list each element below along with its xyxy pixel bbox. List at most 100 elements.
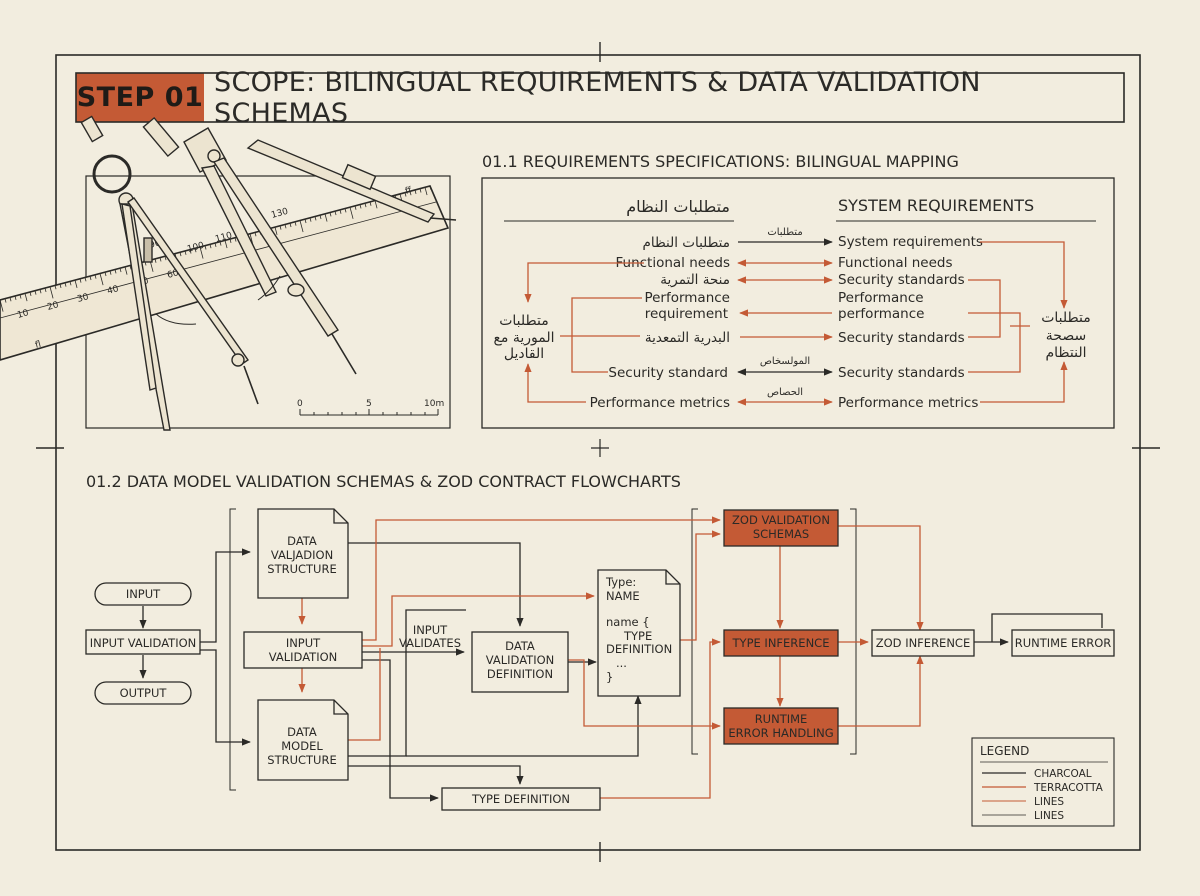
- ruler-tick: [29, 291, 32, 297]
- label-dvs-1: DATA: [287, 534, 317, 548]
- left-side-label-3: القاديل: [504, 346, 544, 362]
- legend-item-4: LINES: [1034, 810, 1064, 822]
- ruler-tick: [294, 221, 297, 226]
- req-right-7: Performance metrics: [838, 395, 978, 411]
- ruler-tick: [349, 207, 354, 219]
- ruler-tick-label: ff: [404, 185, 413, 196]
- ruler-tick: [69, 281, 72, 286]
- req-right-4b: performance: [838, 306, 924, 322]
- ruler-tick: [279, 225, 282, 230]
- node-data-validation-definition: [471, 631, 569, 693]
- label-output: OUTPUT: [120, 686, 168, 700]
- legend-item-1: CHARCOAL: [1034, 768, 1092, 780]
- node-runtime-error: [1011, 629, 1115, 657]
- pen-tool: [246, 139, 457, 223]
- ruler-tick: [274, 226, 278, 235]
- typedoc-line-6: ...: [616, 656, 627, 670]
- ruler-tick: [44, 287, 47, 293]
- node-input: [94, 582, 192, 606]
- ruler-tick-label: fl: [34, 340, 42, 351]
- drafting-tools-illustration: 10 20 30 40 50 60 90 100 110 130 ff fl: [0, 115, 457, 431]
- label-dvd-1: DATA: [505, 639, 535, 653]
- label-input-validates-2: VALIDATES: [399, 636, 461, 650]
- label-type-inference: TYPE INFERENCE: [732, 636, 830, 650]
- ruler-tick: [284, 224, 287, 229]
- node-zod-inference: [871, 629, 975, 657]
- label-dms-3: STRUCTURE: [267, 753, 336, 767]
- ruler-tick-label: 100: [186, 241, 205, 255]
- ruler-tick: [94, 274, 97, 279]
- ruler-tick: [99, 273, 104, 286]
- label-dms-2: MODEL: [281, 739, 323, 753]
- ruler-tick: [89, 276, 92, 281]
- ruler-tick: [319, 215, 322, 220]
- req-left-4b: requirement: [645, 306, 728, 322]
- left-side-label-1: متطلبات: [499, 313, 549, 329]
- ruler-tick: [299, 220, 304, 233]
- ruler-tick: [424, 187, 428, 196]
- ruler-tick: [189, 249, 192, 254]
- legend-item-2: TERRACOTTA: [1033, 782, 1104, 794]
- ruler-tick: [219, 241, 222, 246]
- ruler-tick: [429, 185, 432, 190]
- ruler-tick: [344, 208, 347, 213]
- flow-connectors-terracotta: [298, 516, 924, 799]
- ruler-tick: [204, 245, 207, 250]
- ruler-tick: [419, 188, 422, 193]
- scale-label-10m: 10m: [424, 399, 444, 409]
- typedoc-line-2: NAME: [606, 589, 640, 603]
- ruler-tick: [324, 213, 328, 222]
- ruler-tick: [64, 282, 67, 287]
- label-dvs-2: VALJADION: [271, 548, 333, 562]
- ruler-tick: [109, 270, 112, 275]
- label-type-definition: TYPE DEFINITION: [471, 792, 570, 806]
- ruler-tick: [164, 256, 167, 261]
- right-side-label-1: متطلبات: [1041, 310, 1091, 326]
- ruler-tick: [369, 201, 372, 206]
- mapping-panel: [481, 177, 1115, 429]
- section-1-heading: 01.1 REQUIREMENTS SPECIFICATIONS: BILING…: [482, 152, 959, 171]
- ruler-tick-label: 10: [16, 308, 30, 321]
- typedoc-line-4: TYPE: [623, 629, 652, 643]
- ruler-tick: [334, 211, 337, 216]
- ruler-tick: [19, 294, 22, 299]
- typedoc-line-3: name {: [606, 615, 650, 629]
- label-dvd-2: VALIDATION: [486, 653, 555, 667]
- ruler-tick: [54, 285, 57, 290]
- left-side-label-2: المورية مع: [493, 330, 554, 346]
- label-dvs-3: STRUCTURE: [267, 562, 336, 576]
- label-input-validation: INPUT VALIDATION: [90, 636, 197, 650]
- node-input-validation: [85, 629, 201, 655]
- typedoc-line-1: Type:: [605, 575, 636, 589]
- req-right-3: Security standards: [838, 272, 965, 288]
- req-right-5: Security standards: [838, 330, 965, 346]
- label-zvs-2: SCHEMAS: [753, 527, 809, 541]
- ruler-tick-label: 110: [214, 231, 233, 245]
- ruler-tick: [34, 290, 37, 295]
- arrow-label-2: المولسخاص: [760, 356, 810, 367]
- node-runtime-error-handling: [723, 707, 839, 745]
- node-zod-validation-schemas: [723, 509, 839, 547]
- ruler-tick: [39, 289, 42, 294]
- label-iv2-1: INPUT: [286, 636, 321, 650]
- legend-item-3: LINES: [1034, 796, 1064, 808]
- ruler-tick-label: 130: [270, 207, 289, 221]
- flow-connectors-charcoal: [139, 542, 1103, 802]
- ruler-tick-label: 40: [106, 284, 120, 297]
- ruler-tick: [14, 295, 17, 300]
- label-zvs-1: ZOD VALIDATION: [732, 513, 830, 527]
- legend: LEGEND CHARCOAL TERRACOTTA LINES LINES: [971, 737, 1115, 827]
- ruler-tick: [84, 277, 87, 282]
- ruler-tick: [4, 298, 7, 303]
- ruler-tick-label: 20: [46, 300, 60, 313]
- label-dms-1: DATA: [287, 725, 317, 739]
- mapping-arrows: [524, 238, 1068, 406]
- ruler-tick: [229, 238, 232, 243]
- req-right-4a: Performance: [838, 290, 924, 306]
- right-side-label-3: النتظام: [1045, 345, 1086, 361]
- ruler-tick: [199, 246, 204, 259]
- ruler-tick: [154, 258, 157, 263]
- node-data-model-structure: [257, 699, 349, 781]
- title-frame: [75, 72, 1125, 123]
- req-right-2: Functional needs: [838, 255, 953, 271]
